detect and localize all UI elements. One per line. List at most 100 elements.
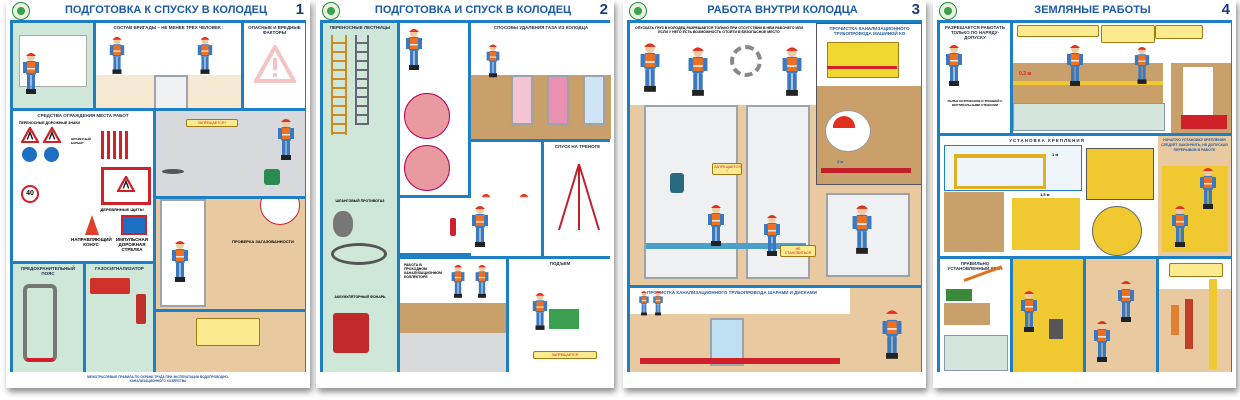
shoring-note-panel: НАЧАТУЮ УСТАНОВКУ КРЕПЛЕНИЯ СЛЕДУЕТ ЗАКО… — [1158, 136, 1231, 256]
gas-detector-heading: ГАЗОСИГНАЛИЗАТОР — [95, 266, 144, 271]
poster-title: ПОДГОТОВКА К СПУСКУ В КОЛОДЕЦ — [64, 4, 268, 16]
gas-check-heading: ПРОВЕРКА ЗАГАЗОВАННОСТИ — [232, 239, 294, 244]
cleaning-manual-panel: ПРОЧИСТКА КАНАЛИЗАЦИОННОГО ТРУБОПРОВОДА … — [630, 288, 921, 372]
fencing-heading: СРЕДСТВА ОГРАЖДЕНИЯ МЕСТА РАБОТ — [37, 113, 129, 118]
shoring-note: НАЧАТУЮ УСТАНОВКУ КРЕПЛЕНИЯ СЛЕДУЕТ ЗАКО… — [1161, 138, 1228, 152]
fencing-panel: СРЕДСТВА ОГРАЖДЕНИЯ МЕСТА РАБОТ ПЕРЕНОСН… — [13, 111, 153, 261]
poster-number: 4 — [1221, 1, 1230, 18]
poster-number: 3 — [911, 1, 920, 18]
poster-4: ЗЕМЛЯНЫЕ РАБОТЫ 4 РАЗРЕШАЕТСЯ РАБОТАТЬ Т… — [933, 0, 1236, 388]
collector-panel: РАБОТА В ПРОХОДНОМ КАНАЛИЗАЦИОННОМ КОЛЛЕ… — [400, 259, 506, 372]
width-label: 1 м — [1052, 152, 1059, 157]
poster-1: ПОДГОТОВКА К СПУСКУ В КОЛОДЕЦ 1 СОСТАВ Б… — [6, 0, 310, 388]
forbidden-note: ЗАПРЕЩАЕТСЯ ! — [712, 163, 742, 175]
poster-title: ПОДГОТОВКА И СПУСК В КОЛОДЕЦ — [374, 4, 572, 16]
lifting-heading: ПОДЪЕМ — [549, 261, 571, 266]
hatch-check-panel — [400, 23, 468, 195]
cone-icon — [85, 215, 99, 235]
gas-detector-panel: ГАЗОСИГНАЛИЗАТОР — [86, 264, 153, 372]
do-not-stand-note: НЕ СТАНОВИТЬСЯ — [780, 245, 816, 257]
lifting-panel: ПОДЪЕМ ЗАПРЕЩАЕТСЯ — [509, 259, 611, 372]
crane-heading: ПРАВИЛЬНО УСТАНОВЛЕННЫЙ КРАН — [947, 261, 1003, 271]
lamp-heading: АККУМУЛЯТОРНЫЙ ФОНАРЬ — [334, 295, 386, 299]
poster-header: РАБОТА ВНУТРИ КОЛОДЦА 3 — [623, 0, 926, 20]
speed-limit-sign: 40 — [21, 185, 39, 203]
belt-panel: ПРЕДОХРАНИТЕЛЬНЫЙ ПОЯС — [13, 264, 83, 372]
distance-label: 2 м — [837, 159, 844, 164]
poster-header: ЗЕМЛЯНЫЕ РАБОТЫ 4 — [933, 0, 1236, 20]
poster-footer: МЕЖОТРАСЛЕВЫЕ ПРАВИЛА ПО ОХРАНЕ ТРУДА ПР… — [87, 375, 229, 383]
gas-check-notes — [156, 312, 305, 372]
metal-ladder-icon — [355, 35, 369, 125]
barrier-icon — [101, 131, 131, 159]
forbidden-note: ЗАПРЕЩАЕТСЯ — [533, 351, 597, 359]
shoring-panel: УСТАНОВКА КРЕПЛЕНИЯ 1 м 1,5 м НАЧАТУЮ УС… — [940, 136, 1231, 256]
permit-panel — [13, 23, 93, 108]
gas-mask-heading: ШЛАНГОВЫЙ ПРОТИВОГАЗ — [335, 199, 385, 203]
shield-sign — [101, 167, 151, 205]
collector-heading: РАБОТА В ПРОХОДНОМ КАНАЛИЗАЦИОННОМ КОЛЛЕ… — [404, 263, 442, 279]
direction-sign-icon — [44, 147, 59, 162]
cleaning-manual-heading: ПРОЧИСТКА КАНАЛИЗАЦИОННОГО ТРУБОПРОВОДА … — [647, 290, 817, 295]
poster-frame: СОСТАВ БРИГАДЫ – НЕ МЕНЕЕ ТРЕХ ЧЕЛОВЕК :… — [10, 20, 306, 372]
poster-number: 2 — [599, 1, 608, 18]
poster-3: РАБОТА ВНУТРИ КОЛОДЦА 3 ОПУСКАТЬ ГРУЗ В … — [623, 0, 926, 388]
cone-label: НАПРАВЛЯЮЩИЙ КОНУС — [71, 237, 112, 247]
poster-title: ЗЕМЛЯНЫЕ РАБОТЫ — [1034, 4, 1151, 16]
belt-heading: ПРЕДОХРАНИТЕЛЬНЫЙ ПОЯС — [20, 266, 76, 276]
shoring-heading: УСТАНОВКА КРЕПЛЕНИЯ — [1009, 138, 1085, 143]
arrow-sign-icon — [121, 215, 147, 235]
shields-label: ДЕРЕВЯННЫЕ ЩИТЫ — [100, 207, 144, 212]
crane-table — [944, 335, 1008, 371]
tripod-panel: СПУСК НА ТРЕНОГЕ — [544, 142, 611, 256]
poster-header: ПОДГОТОВКА К СПУСКУ В КОЛОДЕЦ 1 — [6, 0, 310, 20]
span-label: 1,5 м — [1040, 192, 1050, 197]
forbidden-note: ЗАПРЕЩАЕТСЯ ! — [186, 119, 238, 127]
crane-panel: ПРАВИЛЬНО УСТАНОВЛЕННЫЙ КРАН — [940, 259, 1010, 372]
poster-title: РАБОТА ВНУТРИ КОЛОДЦА — [707, 4, 858, 16]
gas-check-panel: ПРОВЕРКА ЗАГАЗОВАННОСТИ — [156, 199, 305, 309]
pits-heading: РЫТЬЕ КОТЛОВАНОВ И ТРАНШЕЙ С ВЕРТИКАЛЬНЫ… — [947, 99, 1003, 107]
permit-heading: РАЗРЕШАЕТСЯ РАБОТАТЬ ТОЛЬКО ПО НАРЯДУ-ДО… — [945, 25, 1005, 40]
strut-removal-panel — [1159, 259, 1231, 372]
ladders-panel: ПЕРЕНОСНЫЕ ЛЕСТНИЦЫ ШЛАНГОВЫЙ ПРОТИВОГАЗ… — [323, 23, 397, 372]
barrier-label: ШТАКЕТНЫЙ БАРЬЕР — [71, 137, 91, 145]
cleaning-ko-heading: ПРОЧИСТКА КАНАЛИЗАЦИОННОГО ТРУБОПРОВОДА … — [829, 26, 910, 36]
poster-frame: ПЕРЕНОСНЫЕ ЛЕСТНИЦЫ ШЛАНГОВЫЙ ПРОТИВОГАЗ… — [320, 20, 611, 372]
hazards-panel: ОПАСНЫЕ И ВРЕДНЫЕ ФАКТОРЫ — [244, 23, 305, 108]
cleaning-ko-panel: ПРОЧИСТКА КАНАЛИЗАЦИОННОГО ТРУБОПРОВОДА … — [816, 23, 921, 185]
poster-frame: ОПУСКАТЬ ГРУЗ В КОЛОДЕЦ РАЗРЕШАЕТСЯ ТОЛЬ… — [627, 20, 922, 372]
poster-frame: РАЗРЕШАЕТСЯ РАБОТАТЬ ТОЛЬКО ПО НАРЯДУ-ДО… — [937, 20, 1232, 372]
poster-footer — [322, 374, 608, 386]
poster-2: ПОДГОТОВКА И СПУСК В КОЛОДЕЦ 2 ПЕРЕНОСНЫ… — [316, 0, 614, 388]
wooden-ladder-icon — [331, 35, 347, 135]
manhole-opening-panel: ЗАПРЕЩАЕТСЯ ! — [156, 111, 305, 196]
poster-number: 1 — [295, 1, 304, 18]
direction-sign-icon — [22, 147, 37, 162]
logo-icon — [629, 2, 647, 20]
logo-icon — [12, 2, 30, 20]
ventilation-heading: СПОСОБЫ УДАЛЕНИЯ ГАЗА ИЗ КОЛОДЦА — [493, 25, 589, 30]
extinguisher-panel — [400, 198, 541, 253]
ventilation-panel: СПОСОБЫ УДАЛЕНИЯ ГАЗА ИЗ КОЛОДЦА — [471, 23, 611, 139]
logo-icon — [939, 2, 957, 20]
excavation-panel: 0,3 м — [1013, 23, 1231, 133]
slope-table — [1013, 103, 1165, 131]
intro-text: ОПУСКАТЬ ГРУЗ В КОЛОДЕЦ РАЗРЕШАЕТСЯ ТОЛЬ… — [635, 26, 803, 34]
inside-well-panel: ОПУСКАТЬ ГРУЗ В КОЛОДЕЦ РАЗРЕШАЕТСЯ ТОЛЬ… — [630, 23, 921, 285]
descent-heading: СПУСК НА ТРЕНОГЕ — [554, 144, 601, 149]
logo-icon — [322, 2, 340, 20]
poster-footer — [629, 374, 920, 386]
crew-heading: СОСТАВ БРИГАДЫ – НЕ МЕНЕЕ ТРЕХ ЧЕЛОВЕК : — [113, 25, 224, 30]
road-signs-label: ПЕРЕНОСНЫЕ ДОРОЖНЫЕ ЗНАКИ — [19, 121, 81, 125]
pipe-lowering-panel — [1086, 259, 1156, 372]
poster-footer — [939, 374, 1230, 386]
valve-lowering-panel — [1013, 259, 1083, 372]
depth-label: 0,3 м — [1019, 71, 1032, 77]
crew-panel: СОСТАВ БРИГАДЫ – НЕ МЕНЕЕ ТРЕХ ЧЕЛОВЕК : — [96, 23, 241, 108]
arrow-label: ИМПУЛЬСНАЯ ДОРОЖНАЯ СТРЕЛКА — [115, 237, 149, 252]
hazards-heading: ОПАСНЫЕ И ВРЕДНЫЕ ФАКТОРЫ — [248, 25, 301, 35]
ladders-heading: ПЕРЕНОСНЫЕ ЛЕСТНИЦЫ — [329, 25, 391, 30]
warning-icon — [254, 45, 296, 83]
poster-header: ПОДГОТОВКА И СПУСК В КОЛОДЕЦ 2 — [316, 0, 614, 20]
